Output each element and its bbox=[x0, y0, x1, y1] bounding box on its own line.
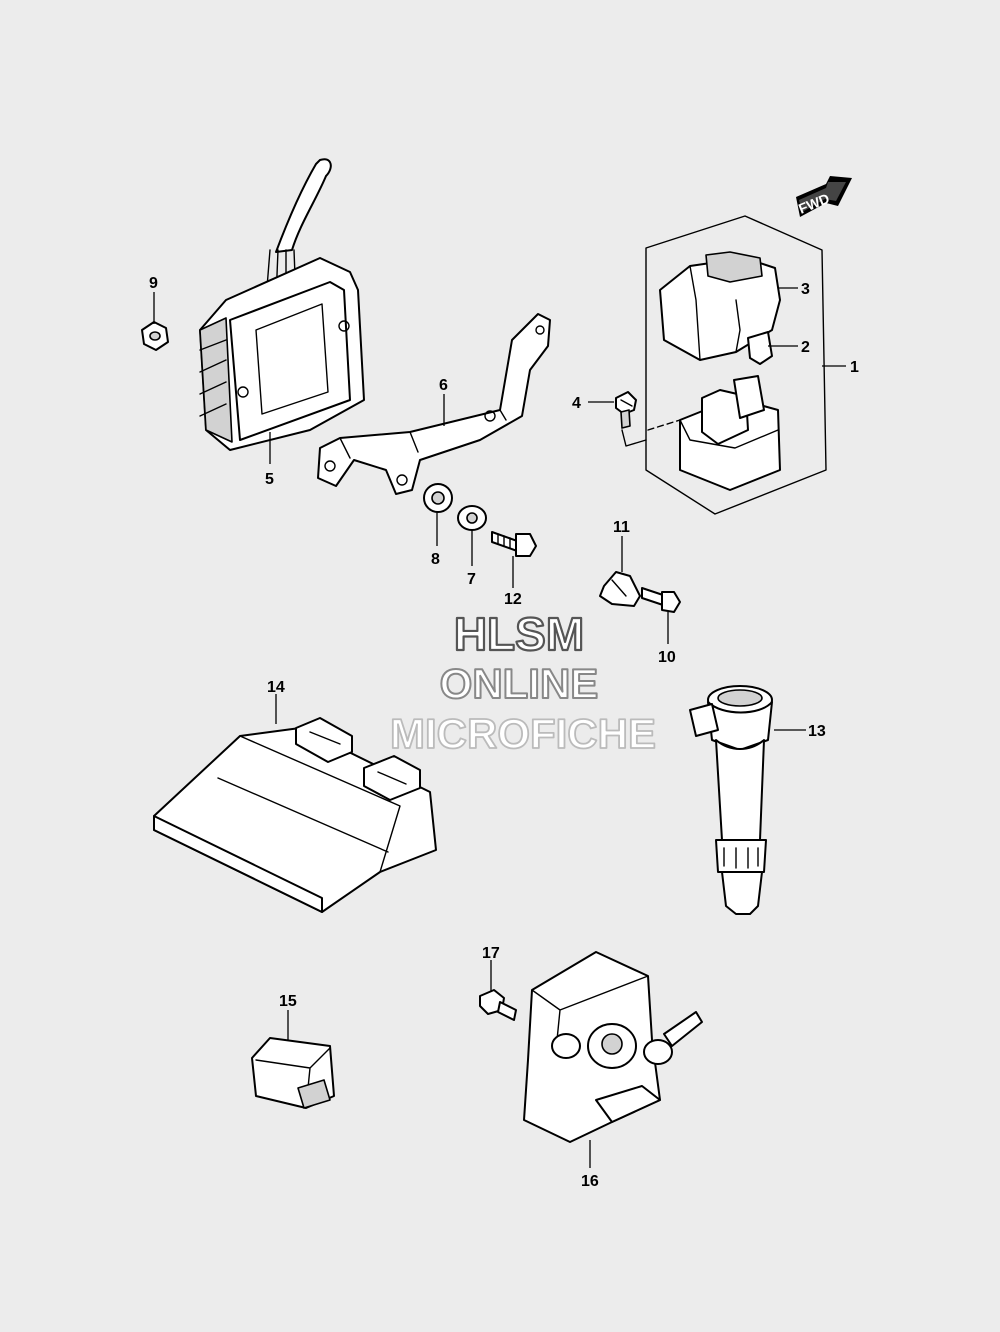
ecm-part-14 bbox=[153, 717, 437, 913]
callout-4: 4 bbox=[572, 395, 581, 412]
callout-8: 8 bbox=[431, 551, 440, 568]
nut-part-9 bbox=[141, 321, 169, 351]
callout-6: 6 bbox=[439, 377, 448, 394]
bracket-part-6 bbox=[317, 313, 551, 495]
bolt-part-17 bbox=[479, 989, 517, 1021]
ignition-coil-part-13 bbox=[689, 685, 773, 915]
callout-15: 15 bbox=[279, 993, 297, 1010]
fwd-arrow-icon: FWD bbox=[796, 176, 852, 217]
screw-part-4 bbox=[615, 391, 637, 429]
callout-14: 14 bbox=[267, 679, 285, 696]
callout-numbers: 1 2 3 4 5 6 7 8 9 10 11 12 13 14 15 16 1… bbox=[149, 275, 859, 1190]
bolt-part-12 bbox=[491, 531, 537, 557]
callout-12: 12 bbox=[504, 591, 522, 608]
watermark-line-2: ONLINE bbox=[440, 660, 599, 707]
clamp-part-11 bbox=[599, 571, 641, 607]
callout-2: 2 bbox=[801, 339, 810, 356]
watermark-line-1: HLSM bbox=[454, 608, 584, 660]
watermark-line-3: MICROFICHE bbox=[390, 710, 656, 757]
bolt-part-10 bbox=[641, 587, 681, 613]
collar-part-7 bbox=[457, 505, 487, 531]
callout-7: 7 bbox=[467, 571, 476, 588]
regulator-rectifier-part-5 bbox=[199, 158, 365, 451]
fwd-label: FWD bbox=[796, 190, 832, 217]
callout-9: 9 bbox=[149, 275, 158, 292]
callout-16: 16 bbox=[581, 1173, 599, 1190]
callout-11: 11 bbox=[613, 519, 630, 536]
callout-10: 10 bbox=[658, 649, 676, 666]
leader-lines bbox=[153, 287, 846, 1168]
relay-part-15 bbox=[251, 1037, 335, 1109]
throttle-position-sensor-part-16 bbox=[523, 951, 703, 1143]
callout-17: 17 bbox=[482, 945, 500, 962]
grommet-part-8 bbox=[423, 483, 453, 513]
starter-relay-assembly bbox=[621, 215, 827, 515]
callout-5: 5 bbox=[265, 471, 274, 488]
callout-1: 1 bbox=[850, 359, 859, 376]
callout-13: 13 bbox=[808, 723, 826, 740]
callout-3: 3 bbox=[801, 281, 810, 298]
watermark: HLSM ONLINE MICROFICHE bbox=[389, 607, 657, 758]
